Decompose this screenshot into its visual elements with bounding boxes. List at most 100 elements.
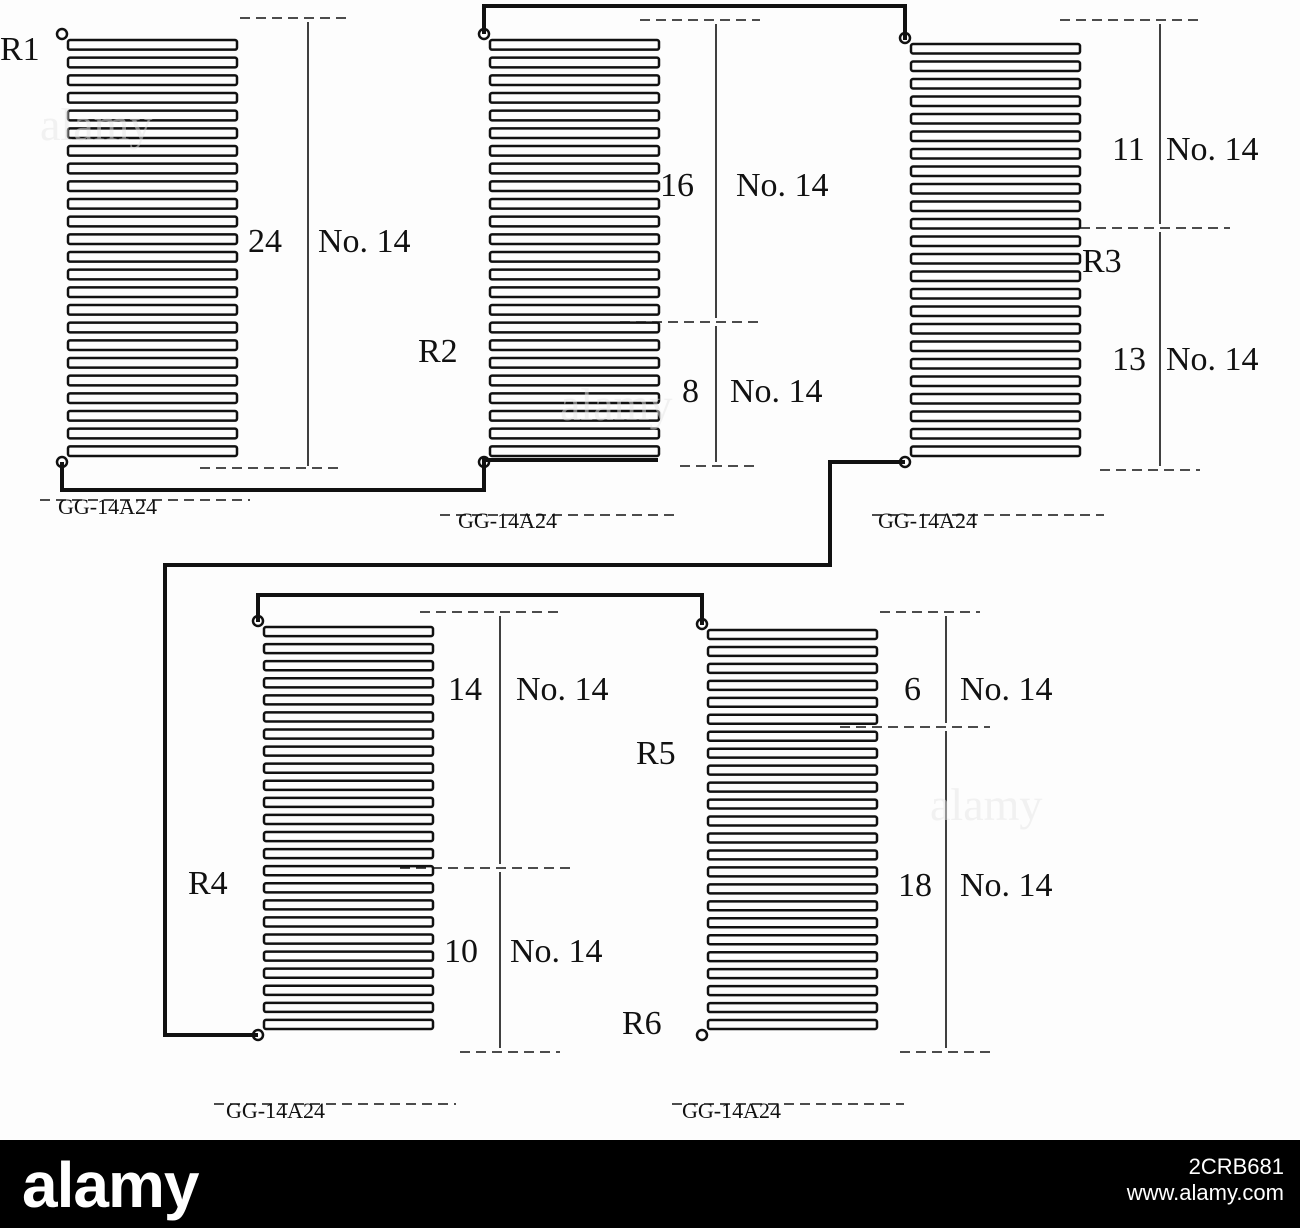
c4-seg2-count: 10 xyxy=(444,933,478,970)
coil-5-turn xyxy=(706,832,879,844)
coil-3-turn xyxy=(909,77,1082,90)
c1-seg1-count: 24 xyxy=(248,223,282,260)
c4-seg1-label: No. 14 xyxy=(516,671,609,708)
c5-seg2-count: 18 xyxy=(898,867,932,904)
wire-c4-c5-top xyxy=(256,593,704,625)
coil-3-turn xyxy=(909,60,1082,73)
coil-1-turn xyxy=(66,109,239,122)
coil-4-turn xyxy=(262,830,435,843)
coil-4-turn xyxy=(262,762,435,775)
coil-4-turn xyxy=(262,847,435,860)
footer-meta: 2CRB681 www.alamy.com xyxy=(1127,1154,1284,1206)
coil-2-turn xyxy=(488,197,661,210)
coil-2-turn xyxy=(488,409,661,422)
coil-4-turn xyxy=(262,779,435,792)
coil-1-turn xyxy=(66,250,239,263)
coil-4-turn xyxy=(262,864,435,877)
coil-3-turn xyxy=(909,130,1082,143)
coil-3-turn xyxy=(909,42,1082,55)
label-layer: 24 No. 14 GG-14A24 16 No. 14 8 No. 14 GG… xyxy=(0,31,1259,1123)
c3-seg1-count: 11 xyxy=(1112,131,1145,168)
coil-1-turn xyxy=(66,392,239,405)
coil-5-turn xyxy=(706,781,879,793)
coil-4-turn xyxy=(262,933,435,945)
tap-r2: R2 xyxy=(418,333,458,370)
coil-3-turn xyxy=(909,165,1082,178)
c5-range: GG-14A24 xyxy=(682,1098,781,1123)
coil-4-turn xyxy=(262,916,435,928)
footer-bar: alamy 2CRB681 www.alamy.com xyxy=(0,1140,1300,1228)
coil-4-turn xyxy=(262,950,435,962)
coil-2-turn xyxy=(488,56,661,69)
coil-3-turn xyxy=(909,340,1082,353)
coil-4-turn xyxy=(262,694,435,706)
coil-3-turn xyxy=(909,200,1082,213)
c3-seg1-label: No. 14 xyxy=(1166,131,1259,168)
coil-4-turn xyxy=(262,882,435,894)
c2-seg2-count: 8 xyxy=(682,373,699,410)
coil-5-turn xyxy=(706,730,879,742)
coil-3-turn xyxy=(909,252,1082,265)
coil-1-turn xyxy=(66,427,239,440)
coil-1-turn xyxy=(66,215,239,228)
alamy-logo: alamy xyxy=(22,1149,199,1221)
coil-3-turn xyxy=(909,112,1082,125)
coil-4-turn xyxy=(262,728,435,740)
tap-r4: R4 xyxy=(188,865,228,902)
coil-2-turn xyxy=(488,127,661,140)
site-url: www.alamy.com xyxy=(1126,1180,1284,1205)
coil-4-turn xyxy=(262,1001,435,1014)
coil-2-turn xyxy=(488,74,661,87)
coil-5-turn xyxy=(706,713,879,726)
coil-4-turn xyxy=(262,677,435,689)
coil-5-turn xyxy=(706,628,879,641)
coil-2-turn xyxy=(488,392,661,405)
coil-1-turn xyxy=(66,74,239,87)
coil-1-turn xyxy=(66,180,239,193)
coil-3-turn xyxy=(909,147,1082,160)
coil-2-turn xyxy=(488,215,661,228)
coil-5-turn xyxy=(706,883,879,895)
coil-4-turn xyxy=(262,642,435,655)
coil-1-turn xyxy=(66,38,239,51)
coil-3-turn xyxy=(909,357,1082,370)
coil-3-turn xyxy=(909,270,1082,283)
coil-1-turn xyxy=(66,339,239,352)
coil-3-turn xyxy=(909,95,1082,108)
coil-2-turn xyxy=(488,303,661,316)
coil-2-turn xyxy=(488,286,661,299)
coil-5-turn xyxy=(706,1018,879,1031)
coil-1-terminal xyxy=(55,27,69,41)
coil-2-turn xyxy=(488,321,661,334)
coil-3-turn xyxy=(909,375,1082,388)
coil-2-turn xyxy=(488,144,661,157)
coil-3-turn xyxy=(909,287,1082,300)
coil-2-turn xyxy=(488,91,661,104)
coil-3-turn xyxy=(909,322,1082,335)
coil-2-turn xyxy=(488,38,661,51)
tap-r5: R5 xyxy=(636,735,676,772)
c1-seg1-label: No. 14 xyxy=(318,223,411,260)
coil-4-turn xyxy=(262,711,435,723)
coil-4-turn xyxy=(262,967,435,980)
coil-4-turn xyxy=(262,796,435,809)
coil-2-turn xyxy=(488,162,661,175)
coil-5-turn xyxy=(706,917,879,929)
coil-1-turn xyxy=(66,286,239,299)
coil-1-turn xyxy=(66,56,239,69)
coil-1-turn xyxy=(66,303,239,316)
coil-3-turn xyxy=(909,217,1082,230)
c5-seg1-label: No. 14 xyxy=(960,671,1053,708)
c2-seg1-label: No. 14 xyxy=(736,167,829,204)
c2-seg1-count: 16 xyxy=(660,167,694,204)
coil-2-turn xyxy=(488,445,661,458)
c2-seg2-label: No. 14 xyxy=(730,373,823,410)
coil-5-turn xyxy=(706,967,879,980)
coil-4-turn xyxy=(262,625,435,638)
coil-1-turn xyxy=(66,197,239,210)
c5-seg1-count: 6 xyxy=(904,671,921,708)
c5-seg2-label: No. 14 xyxy=(960,867,1053,904)
coil-4-turn xyxy=(262,659,435,672)
c3-seg2-label: No. 14 xyxy=(1166,341,1259,378)
coil-2-turn xyxy=(488,339,661,352)
